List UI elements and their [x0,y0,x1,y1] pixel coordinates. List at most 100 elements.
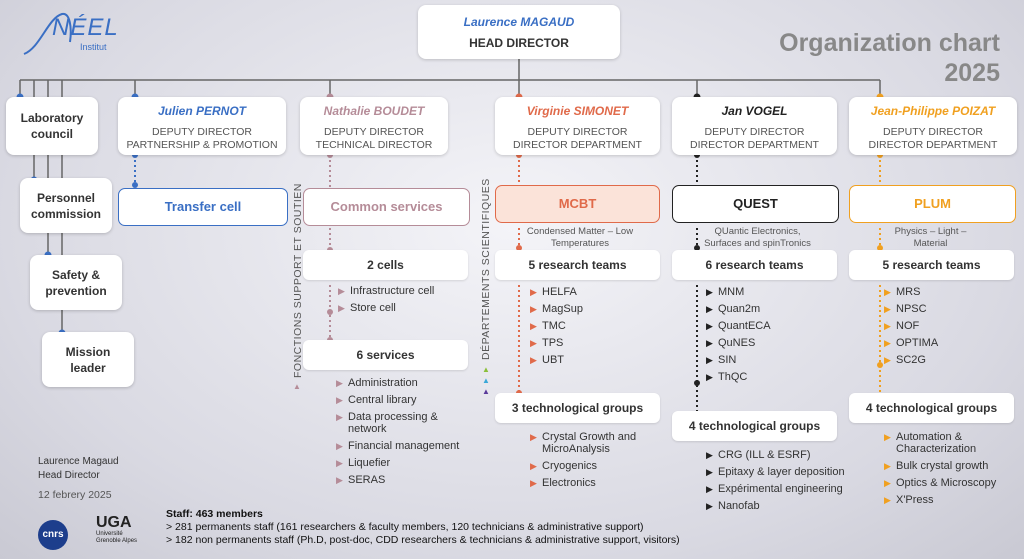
list-item: SERAS [348,474,386,486]
services-list: ▶Administration ▶Central library ▶Data p… [336,377,476,491]
bullet-icon: ▶ [884,338,891,348]
department-triangles-icon: ▲▲▲ [482,365,490,396]
laboratory-council: Laboratory council [6,97,98,155]
quest-teams-header: 6 research teams [672,250,837,280]
bullet-icon: ▶ [884,495,891,505]
deputy-role: DEPUTY DIRECTOR [324,126,424,138]
plum-groups-header: 4 technological groups [849,393,1014,423]
deputy-role-detail: DIRECTOR DEPARTMENT [513,139,642,151]
list-item: X'Press [896,494,934,506]
personnel-commission: Personnel commission [20,178,112,233]
bullet-icon: ▶ [336,458,343,468]
common-services: Common services [303,188,470,226]
list-item: Store cell [350,302,396,314]
list-item: OPTIMA [896,337,939,349]
bullet-icon: ▶ [884,287,891,297]
bullet-icon: ▶ [530,355,537,365]
list-item: SC2G [896,354,926,366]
deputy-role-detail: TECHNICAL DIRECTOR [315,139,433,151]
cnrs-logo-text: cnrs [42,529,64,540]
page-title: Organization chart 2025 [779,28,1000,88]
list-item: Nanofab [718,500,760,512]
mcbt-teams-list: ▶HELFA ▶MagSup ▶TMC ▶TPS ▶UBT [530,286,650,371]
list-item: Bulk crystal growth [896,460,989,472]
list-item: QuantECA [718,320,771,332]
quest-department: QUEST [672,185,839,223]
bullet-icon: ▶ [706,501,713,511]
quest-description: QUantic Electronics, Surfaces and spinTr… [704,226,811,249]
director-name: Laurence MAGAUD [463,15,575,29]
list-item: Optics & Microscopy [896,477,997,489]
mcbt-teams-header: 5 research teams [495,250,660,280]
deputy-role-detail: DIRECTOR DEPARTMENT [868,139,998,151]
bullet-icon: ▶ [530,432,537,442]
list-item: CRG (ILL & ESRF) [718,449,811,461]
list-item: NPSC [896,303,927,315]
deputy-name: Julien PERNOT [157,104,246,118]
logo-name: NÉEL [52,14,119,41]
staff-title: Staff: 463 members [166,508,263,520]
title-line2: 2025 [944,59,1000,87]
list-item: MNM [718,286,745,298]
quest-teams-list: ▶MNM ▶Quan2m ▶QuantECA ▶QuNES ▶SIN ▶ThQC [706,286,826,388]
mcbt-groups-header: 3 technological groups [495,393,660,423]
plum-groups-list: ▶ Automation & Characterization ▶ Bulk cry… [884,431,1019,511]
quest-groups-list: ▶ CRG (ILL & ESRF) ▶ Epitaxy & layer depos… [706,449,866,517]
list-item: Data processing & network [348,411,438,435]
list-item: SIN [718,354,737,366]
safety-prevention: Safety & prevention [30,255,122,310]
scientific-departments-label: DÉPARTEMENTS SCIENTIFIQUES [480,178,492,360]
deputy-role: DEPUTY DIRECTOR [527,126,628,138]
list-item: Financial management [348,440,460,452]
deputy-role: DEPUTY DIRECTOR [152,126,252,138]
deputy-box-vogel: Jan VOGEL DEPUTY DIRECTOR DIRECTOR DEPAR… [672,97,837,155]
list-item: MRS [896,286,921,298]
plum-teams-list: ▶MRS ▶NPSC ▶NOF ▶OPTIMA ▶SC2G [884,286,1004,371]
logo-sub: Institut [80,42,107,52]
deputy-box-simonet: Virginie SIMONET DEPUTY DIRECTOR DIRECTO… [495,97,660,155]
bullet-icon: ▶ [530,461,537,471]
list-item: Infrastructure cell [350,285,435,297]
deputy-role: DEPUTY DIRECTOR [883,126,983,138]
plum-department: PLUM [849,185,1016,223]
plum-description: Physics – Light – Material [894,226,967,249]
list-item: Quan2m [718,303,761,315]
mcbt-description: Condensed Matter – Low Temperatures [526,226,634,249]
uga-logo: UGA Université Grenoble Alpes [96,514,146,545]
director-role: HEAD DIRECTOR [469,36,569,50]
deputy-role: DEPUTY DIRECTOR [704,126,805,138]
bullet-icon: ▶ [706,467,713,477]
bullet-icon: ▶ [706,321,713,331]
mission-leader: Mission leader [42,332,134,387]
bullet-icon: ▶ [706,372,713,382]
uga-logo-text: UGA [96,514,132,531]
deputy-box-pernot: Julien PERNOT DEPUTY DIRECTOR PARTNERSHI… [118,97,286,155]
bullet-icon: ▶ [336,378,343,388]
bullet-icon: ▶ [884,304,891,314]
list-item: Epitaxy & layer deposition [718,466,845,478]
bullet-icon: ▶ [884,432,891,442]
bullet-icon: ▶ [530,287,537,297]
bullet-icon: ▶ [706,304,713,314]
deputy-name: Virginie SIMONET [526,104,629,118]
list-item: Cryogenics [542,460,598,472]
deputy-name: Jean-Philippe POIZAT [870,104,996,118]
list-item: UBT [542,354,564,366]
services-header: 6 services [303,340,468,370]
list-item: NOF [896,320,920,332]
signature-name: Laurence Magaud [38,456,119,467]
list-item: Automation & Characterization [896,431,977,455]
bullet-icon: ▶ [884,355,891,365]
bullet-icon: ▶ [706,287,713,297]
bullet-icon: ▶ [530,338,537,348]
bullet-icon: ▶ [706,355,713,365]
bullet-icon: ▶ [336,475,343,485]
list-item: QuNES [718,337,756,349]
bullet-icon: ▶ [706,338,713,348]
deputy-name: Jan VOGEL [721,104,788,118]
staff-block: Staff: 463 members > 281 permanents staf… [166,508,680,547]
bullet-icon: ▶ [706,484,713,494]
bullet-icon: ▶ [336,395,343,405]
cnrs-logo: cnrs [38,520,68,550]
uga-logo-sub2: Grenoble Alpes [96,538,138,544]
